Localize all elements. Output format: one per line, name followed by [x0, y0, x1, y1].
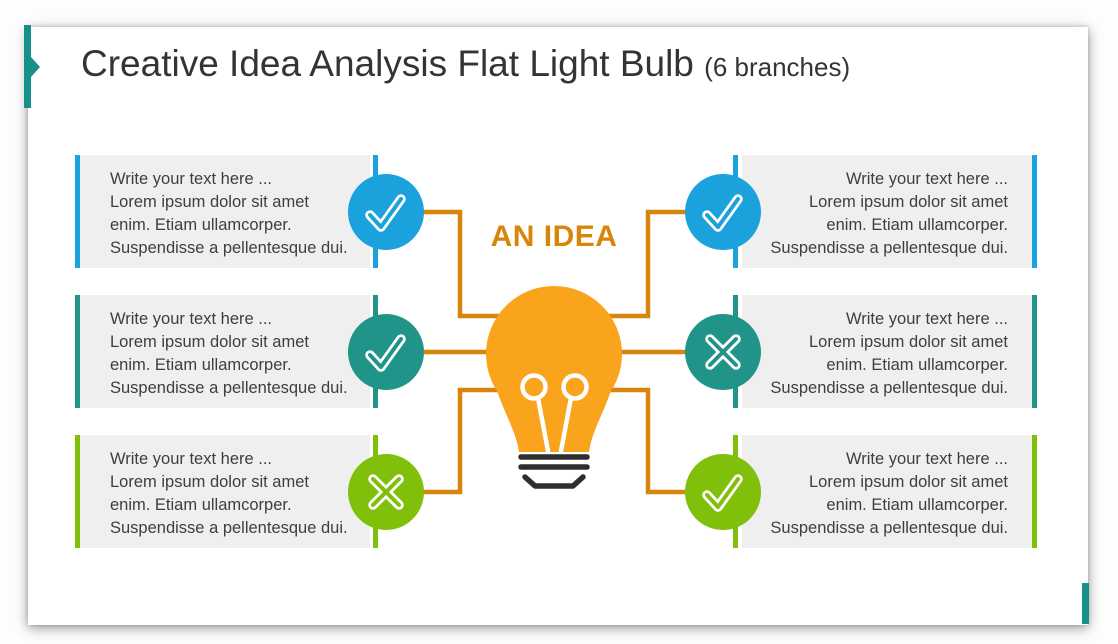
branch-text-box-bottom-left: Write your text here ... Lorem ipsum dol… [75, 435, 370, 548]
branch-text-line: Write your text here ... [845, 310, 1008, 328]
light-bulb-icon [486, 286, 622, 489]
branch-text-line: Lorem ipsum dolor sit amet [809, 473, 1008, 491]
check-circle-bottom-right [685, 454, 761, 530]
bulb-filament [520, 373, 589, 454]
branch-text-box-top-right: Write your text here ... Lorem ipsum dol… [742, 155, 1037, 268]
slide-title: Creative Idea Analysis Flat Light Bulb (… [81, 43, 850, 86]
check-circle-top-right [685, 174, 761, 250]
branch-text-line: Write your text here ... [845, 450, 1008, 468]
branch-text-line: Suspendisse a pellentesque dui. [770, 379, 1008, 397]
cross-icon [705, 334, 741, 370]
branch-text-line: enim. Etiam ullamcorper. [110, 496, 292, 514]
check-icon [702, 194, 743, 232]
branch-text-line: Lorem ipsum dolor sit amet [110, 473, 309, 491]
bulb-base [518, 454, 590, 489]
branch-text-line: Suspendisse a pellentesque dui. [770, 239, 1008, 257]
branch-text-line: Lorem ipsum dolor sit amet [809, 333, 1008, 351]
slide-title-main: Creative Idea Analysis Flat Light Bulb [81, 43, 694, 84]
branch-text-box-bottom-right: Write your text here ... Lorem ipsum dol… [742, 435, 1037, 548]
check-icon [365, 194, 406, 232]
check-icon [702, 474, 743, 512]
branch-text-box-middle-right: Write your text here ... Lorem ipsum dol… [742, 295, 1037, 408]
cross-circle-middle-right [685, 314, 761, 390]
check-icon [365, 334, 406, 372]
branch-text-line: Write your text here ... [110, 450, 273, 468]
branch-text-line: Suspendisse a pellentesque dui. [110, 519, 348, 537]
branch-text-box-top-left: Write your text here ... Lorem ipsum dol… [75, 155, 370, 268]
teal-corner-bar-bottom-right [1082, 583, 1089, 624]
branch-text-line: Write your text here ... [845, 170, 1008, 188]
branch-text-line: Suspendisse a pellentesque dui. [770, 519, 1008, 537]
slide: Creative Idea Analysis Flat Light Bulb (… [28, 27, 1088, 625]
branch-text-line: Suspendisse a pellentesque dui. [110, 239, 348, 257]
center-label: AN IDEA [490, 220, 618, 253]
cross-circle-bottom-left [348, 454, 424, 530]
branch-text-line: enim. Etiam ullamcorper. [826, 356, 1008, 374]
branch-text-line: Lorem ipsum dolor sit amet [110, 193, 309, 211]
branch-text-line: enim. Etiam ullamcorper. [110, 356, 292, 374]
branch-text-line: Lorem ipsum dolor sit amet [110, 333, 309, 351]
cross-icon [368, 474, 404, 510]
branch-text-line: Write your text here ... [110, 170, 273, 188]
slide-title-suffix: (6 branches) [704, 52, 851, 82]
branch-text-line: Write your text here ... [110, 310, 273, 328]
branch-text-line: Suspendisse a pellentesque dui. [110, 379, 348, 397]
check-circle-middle-left [348, 314, 424, 390]
branch-text-line: enim. Etiam ullamcorper. [826, 496, 1008, 514]
teal-corner-arrow-icon [31, 57, 40, 77]
branch-text-line: enim. Etiam ullamcorper. [826, 216, 1008, 234]
branch-text-line: Lorem ipsum dolor sit amet [809, 193, 1008, 211]
branch-text-line: enim. Etiam ullamcorper. [110, 216, 292, 234]
check-circle-top-left [348, 174, 424, 250]
teal-corner-bar-top-left [24, 25, 31, 108]
branch-text-box-middle-left: Write your text here ... Lorem ipsum dol… [75, 295, 370, 408]
